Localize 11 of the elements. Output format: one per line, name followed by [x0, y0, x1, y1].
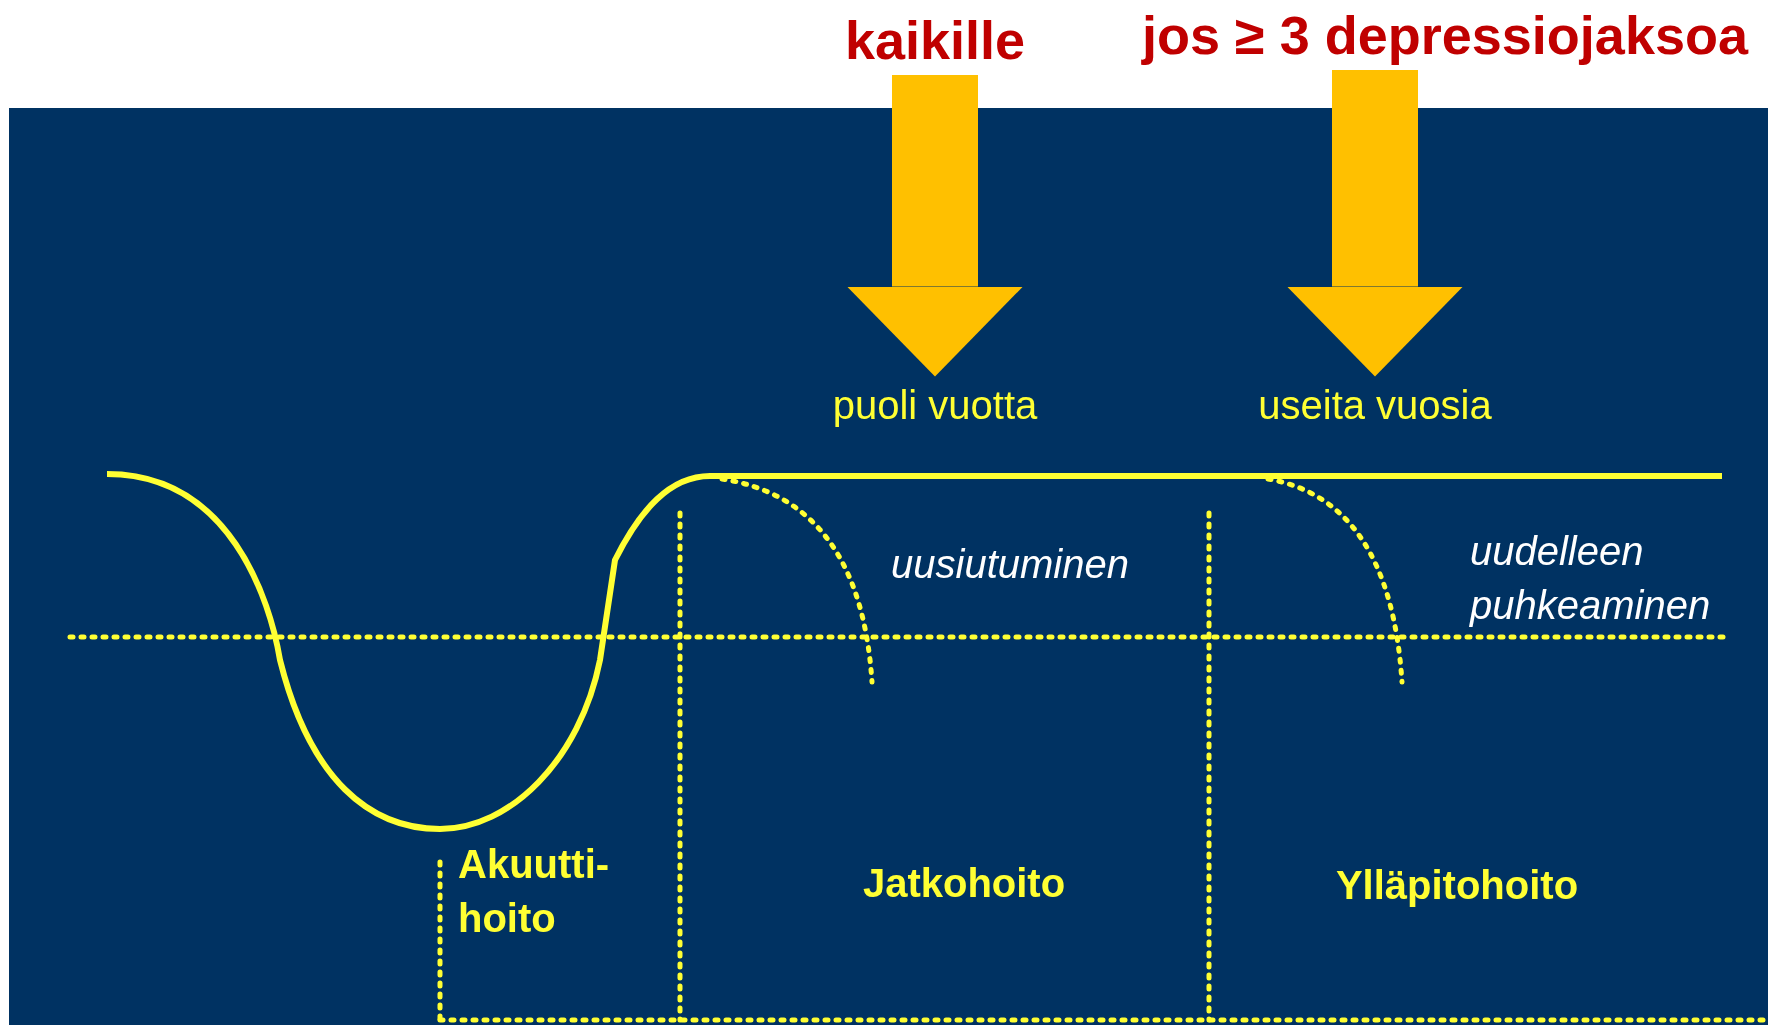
- phase-label: Akuutti- hoito: [458, 841, 611, 942]
- phase-label: Ylläpitohoito: [1335, 862, 1579, 909]
- block-arrow: [847, 75, 1023, 377]
- phase-label: Jatkohoito: [862, 860, 1066, 907]
- heading-text: kaikille: [844, 9, 1026, 71]
- duration-text: puoli vuotta: [832, 382, 1038, 428]
- phase-annotation: uusiutuminen: [891, 541, 1129, 588]
- heading-text: jos ≥ 3 depressiojaksoa: [1142, 4, 1748, 66]
- duration-text: useita vuosia: [1258, 382, 1492, 428]
- phase-annotation: uudelleen puhkeaminen: [1470, 528, 1712, 629]
- block-arrow: [1287, 70, 1463, 377]
